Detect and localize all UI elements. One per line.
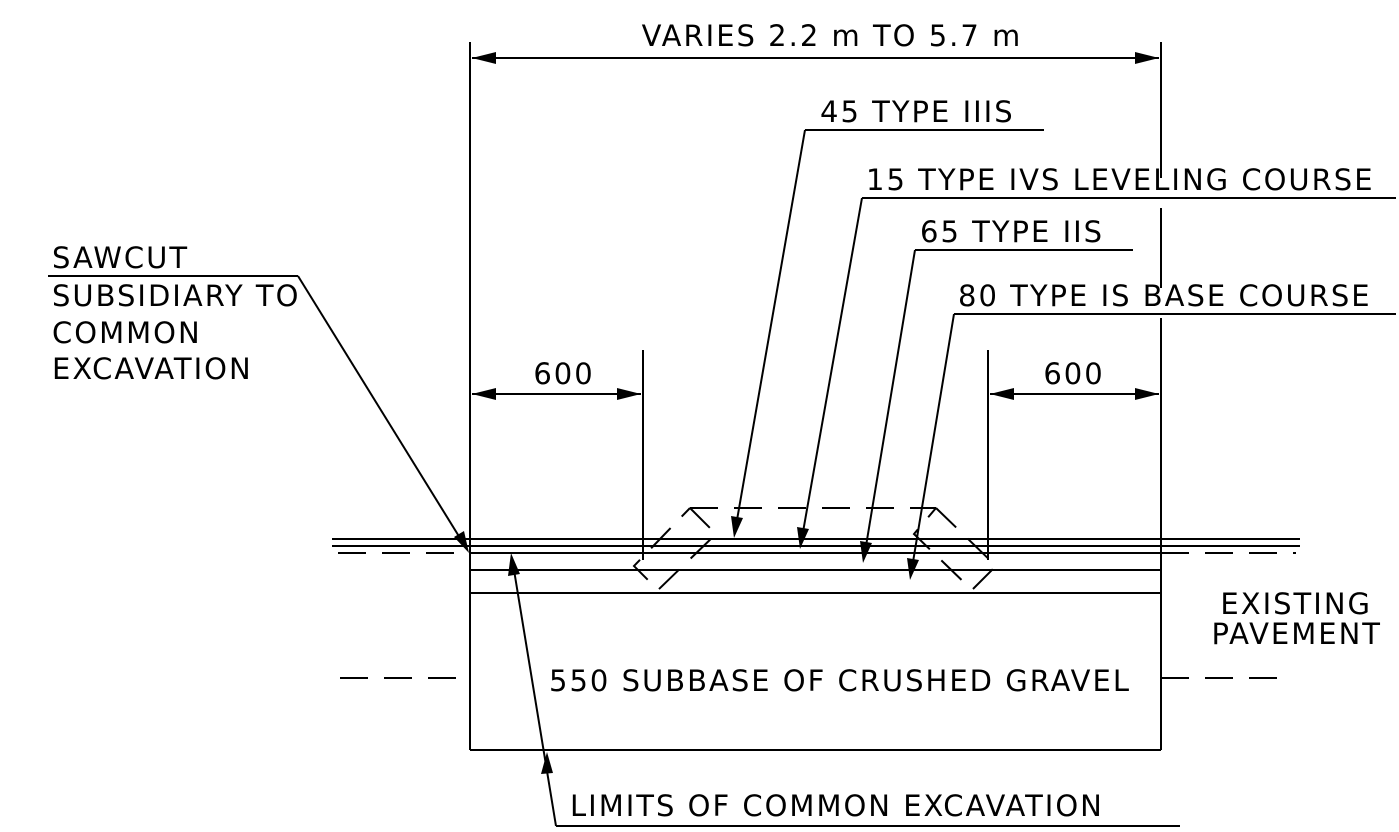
dashed-joint-outline: [632, 507, 998, 592]
sawcut-note-line-2: SUBSIDIARY TO: [52, 279, 300, 313]
callout-base-course: 80 TYPE IS BASE COURSE: [907, 279, 1396, 580]
callout-leveling-course: 15 TYPE IVS LEVELING COURSE: [797, 163, 1396, 549]
callout-sawcut: SAWCUT SUBSIDIARY TO COMMON EXCAVATION: [48, 241, 469, 553]
sawcut-note-line-1: SAWCUT: [52, 241, 189, 275]
left-offset-label: 600: [533, 357, 594, 391]
excavation-limits-label: LIMITS OF COMMON EXCAVATION: [570, 789, 1104, 823]
pavement-layers: [332, 538, 1300, 751]
binder-course-label: 65 TYPE IIS: [920, 215, 1104, 249]
arrowhead-right-offset-b: [1135, 388, 1159, 400]
base-course-label: 80 TYPE IS BASE COURSE: [958, 279, 1372, 313]
arrowhead-left-offset-b: [617, 388, 641, 400]
sawcut-leader: [297, 275, 461, 539]
overall-width-dimension: VARIES 2.2 m TO 5.7 m: [469, 19, 1162, 750]
existing-pavement-line-2: PAVEMENT: [1211, 617, 1382, 651]
excavation-limits-arrowhead-bottom: [541, 752, 553, 774]
wearing-course-leader: [736, 129, 806, 521]
arrowhead-left: [472, 52, 496, 64]
leveling-course-arrowhead: [797, 527, 809, 549]
wearing-course-arrowhead: [731, 516, 743, 538]
arrowhead-right: [1135, 52, 1159, 64]
arrowhead-right-offset-a: [990, 388, 1014, 400]
excavation-limits-arrowhead-top: [508, 553, 520, 576]
joint-outline-left: [632, 507, 718, 592]
note-existing-pavement: EXISTING PAVEMENT: [1211, 587, 1382, 651]
excavation-limits-leader-upper: [513, 569, 557, 827]
left-offset-dimension: 600: [472, 350, 644, 560]
base-course-arrowhead: [907, 558, 919, 580]
arrowhead-left-offset-a: [472, 388, 496, 400]
callout-binder-course: 65 TYPE IIS: [860, 215, 1133, 563]
sawcut-note-line-3: COMMON: [52, 316, 202, 350]
right-offset-label: 600: [1043, 357, 1104, 391]
sawcut-note-line-4: EXCAVATION: [52, 352, 253, 386]
base-course-leader: [912, 313, 955, 563]
leveling-course-leader: [802, 197, 863, 533]
sawcut-arrowhead: [454, 531, 469, 553]
subbase-label: 550 SUBBASE OF CRUSHED GRAVEL: [549, 664, 1131, 698]
binder-course-arrowhead: [860, 541, 872, 563]
callout-wearing-course: 45 TYPE IIIS: [731, 95, 1044, 538]
binder-course-leader: [865, 249, 916, 547]
right-offset-dimension: 600: [987, 350, 1159, 560]
joint-outline-right: [912, 507, 998, 592]
wearing-course-label: 45 TYPE IIIS: [820, 95, 1015, 129]
callout-excavation-limits: LIMITS OF COMMON EXCAVATION: [508, 553, 1180, 827]
leveling-course-label: 15 TYPE IVS LEVELING COURSE: [866, 163, 1375, 197]
overall-width-label: VARIES 2.2 m TO 5.7 m: [642, 19, 1023, 53]
existing-pavement-line-1: EXISTING: [1220, 587, 1372, 621]
